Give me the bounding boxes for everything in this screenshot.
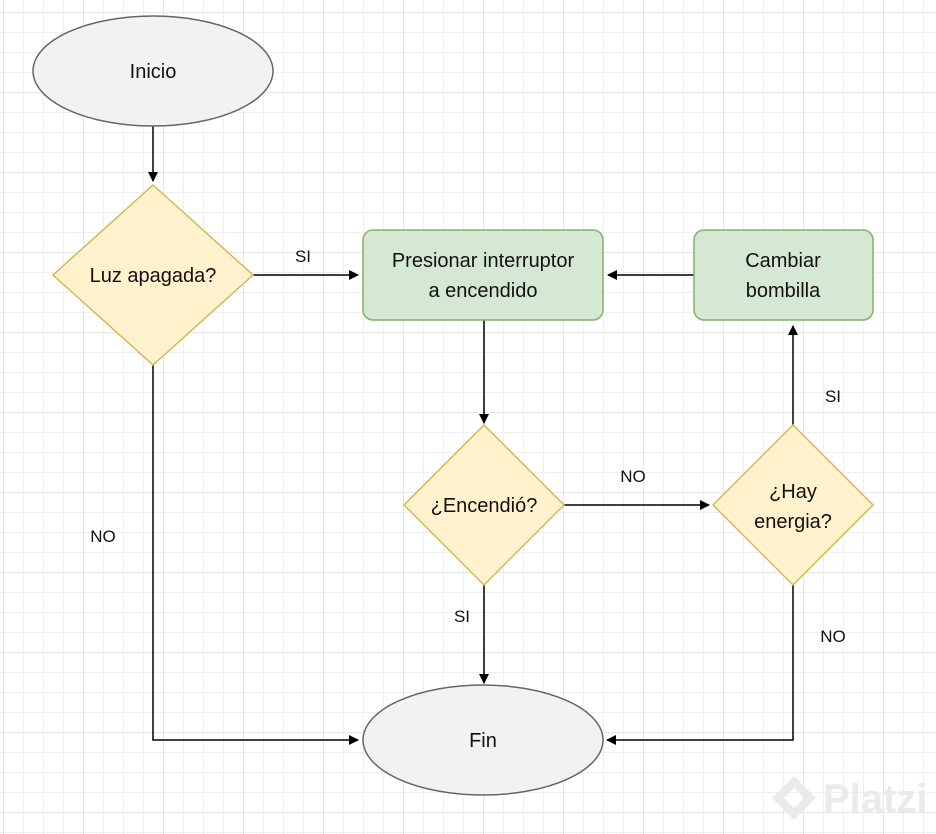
edge-label-energia-si: SI	[825, 387, 841, 406]
node-cambiar-bombilla[interactable]: Cambiar bombilla	[693, 229, 874, 321]
edge-label-encendio-si: SI	[454, 607, 470, 626]
process-shape	[693, 229, 874, 321]
watermark-text: Platzi	[823, 777, 927, 821]
process-shape	[362, 229, 604, 321]
node-fin[interactable]: Fin	[362, 684, 604, 796]
node-cambiar-line1: Cambiar	[745, 250, 821, 272]
node-hay-energia-line1: ¿Hay	[769, 481, 817, 503]
edge-label-luz-no: NO	[90, 527, 116, 546]
decision-shape	[402, 423, 566, 587]
edge-labels: SI NO NO SI SI NO	[90, 247, 846, 646]
edge-label-encendio-no: NO	[620, 467, 646, 486]
node-hay-energia[interactable]: ¿Hay energia?	[711, 423, 875, 587]
edge-luz-to-fin	[152, 365, 359, 745]
terminal-shape	[32, 15, 274, 127]
node-cambiar-line2: bombilla	[746, 280, 821, 302]
node-presionar-line1: Presionar interruptor	[392, 250, 575, 272]
node-luz-apagada[interactable]: Luz apagada?	[51, 183, 255, 367]
edge-label-energia-no: NO	[820, 627, 846, 646]
node-presionar-line2: a encendido	[429, 280, 538, 302]
terminal-shape	[362, 684, 604, 796]
platzi-logo-icon	[772, 776, 816, 820]
decision-shape	[711, 423, 875, 587]
node-presionar-interruptor[interactable]: Presionar interruptor a encendido	[362, 229, 604, 321]
node-encendio[interactable]: ¿Encendió?	[402, 423, 566, 587]
decision-shape	[51, 183, 255, 367]
node-fin-label: Fin	[469, 730, 497, 752]
node-luz-apagada-label: Luz apagada?	[90, 265, 217, 287]
edge-energia-to-fin	[606, 585, 794, 745]
node-inicio-label: Inicio	[130, 61, 177, 83]
node-encendio-label: ¿Encendió?	[431, 495, 538, 517]
edge-label-luz-si: SI	[295, 247, 311, 266]
platzi-watermark: Platzi	[772, 776, 927, 821]
edges	[148, 126, 798, 745]
node-inicio[interactable]: Inicio	[32, 15, 274, 127]
node-hay-energia-line2: energia?	[754, 511, 832, 533]
